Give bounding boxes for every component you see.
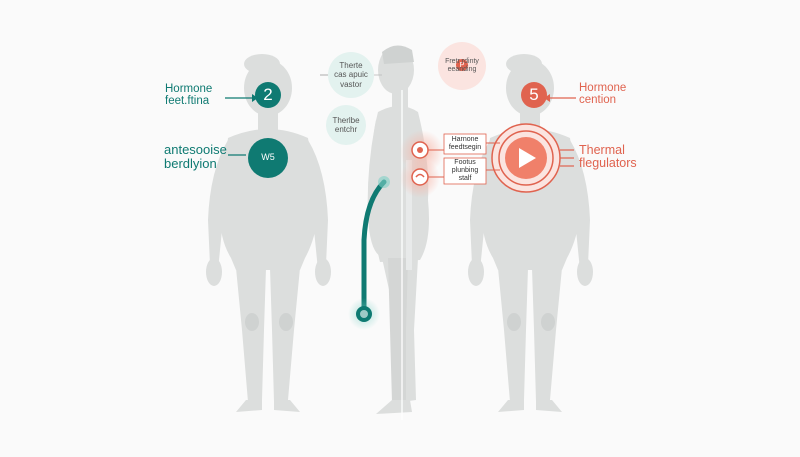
center-bubble-3: P Fretr rdinty eeanding: [438, 42, 486, 90]
center-bubble-2-text: Therlbe entchr: [332, 115, 360, 134]
right-badge-number: 5: [529, 85, 539, 104]
center-bubble-1: Therte cas apuic vastor: [328, 52, 374, 98]
info-box-2: [443, 157, 487, 185]
play-icon: [519, 148, 536, 168]
right-body-figure: [468, 54, 593, 412]
center-bubble-2: Therlbe entchr: [326, 105, 366, 145]
left-badge-number: 2: [263, 85, 273, 104]
center-spine-highlight: [406, 160, 412, 270]
arrow-icon: [544, 94, 550, 102]
center-coral-mark-2: [415, 173, 425, 178]
left-chest-badge-text: W5: [261, 152, 275, 162]
left-hormone-label: Hormone feet.ftina: [165, 83, 213, 108]
center-bubble-3-badge-text: P: [459, 61, 465, 69]
info-box-2-text: Footus plunbing stalf: [451, 159, 479, 183]
left-chest-circle: [248, 138, 288, 178]
center-bubble-3-badge: P: [456, 59, 468, 71]
center-bubble-1-text: Therte cas apuic vastor: [334, 61, 368, 89]
right-hormone-label: Hormone cention: [579, 82, 627, 107]
center-body-figure: [367, 45, 429, 414]
right-coral-badge-circle: [521, 82, 547, 108]
info-box-1: [443, 133, 487, 155]
left-mid-label: antesooise berdlyion: [164, 142, 227, 171]
info-box-1-text: Harnone feedtsegin: [448, 136, 482, 152]
arrow-icon: [252, 94, 258, 102]
center-bubble-3-text: Fretr rdinty eeanding: [445, 57, 479, 73]
teal-tube-node-core: [360, 310, 368, 318]
center-coral-node-2: [411, 168, 429, 186]
left-body-figure: [206, 54, 331, 412]
center-coral-dot-1: [417, 147, 423, 153]
right-thermal-label: Thermal flegulators: [579, 143, 637, 171]
teal-tube-head: [378, 176, 390, 188]
left-teal-badge-circle: [255, 82, 281, 108]
